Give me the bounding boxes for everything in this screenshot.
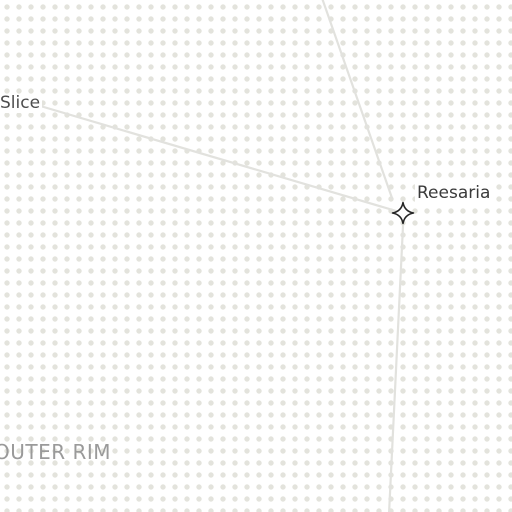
- planet-label-reesaria[interactable]: Reesaria: [415, 183, 493, 203]
- route-north[interactable]: [321, 0, 394, 200]
- route-slice[interactable]: [18, 98, 405, 215]
- route-south[interactable]: [387, 224, 405, 512]
- region-label-outer-rim: OUTER RIM: [0, 440, 112, 464]
- four-point-star-icon: [391, 201, 415, 225]
- planet-marker-reesaria[interactable]: [391, 201, 415, 225]
- route-label-slice: Slice: [0, 93, 43, 113]
